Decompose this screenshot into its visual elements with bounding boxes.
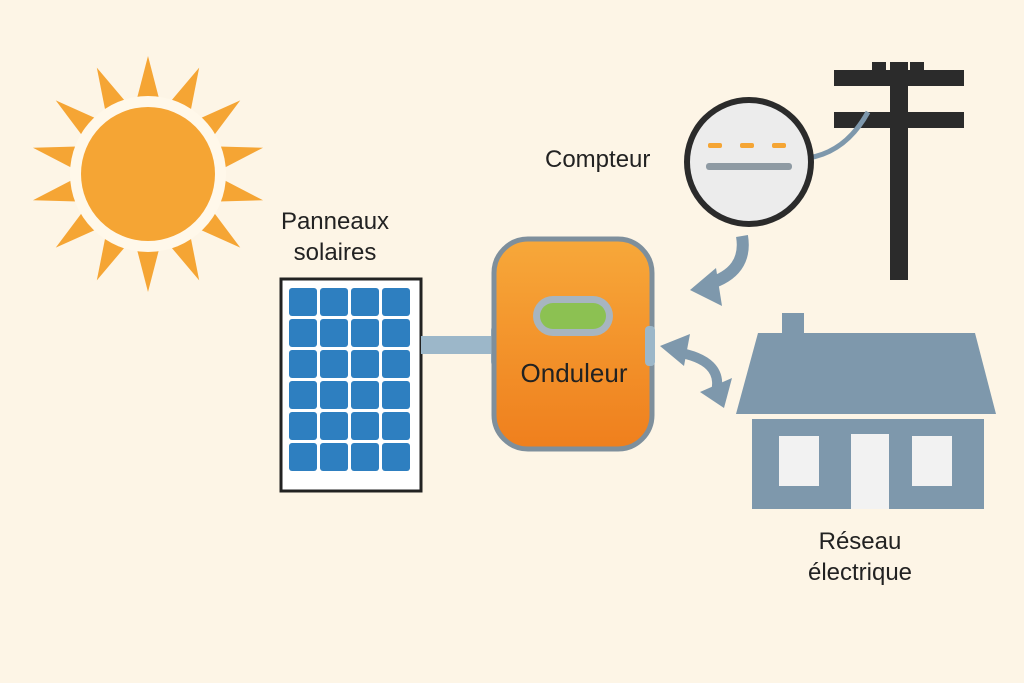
panel-cell (382, 443, 410, 471)
sun-ray (135, 244, 161, 292)
grid-label: Réseau électrique (770, 526, 950, 588)
panel-cell (351, 350, 379, 378)
meter-bar (706, 163, 792, 170)
panel-cell (351, 288, 379, 316)
panel-cell (351, 443, 379, 471)
panel-cell (289, 412, 317, 440)
inverter-right-clip (645, 326, 655, 366)
bidirectional-arrow-head-left (660, 334, 690, 366)
grid-label-line-2: électrique (807, 559, 913, 587)
inverter-screen (540, 303, 606, 329)
sun-ray (135, 56, 161, 104)
meter-dash-1 (708, 143, 722, 148)
house-window-left (779, 436, 819, 486)
sun-ray (214, 146, 264, 171)
grid-label-line-1: Réseau (818, 528, 902, 555)
panel-cell (351, 381, 379, 409)
sun-disc (81, 107, 215, 241)
sun-ray (32, 146, 82, 171)
panel-cell (289, 319, 317, 347)
panel-cell (320, 443, 348, 471)
house-door (851, 434, 889, 509)
panel-cell (382, 381, 410, 409)
panel-cell (351, 319, 379, 347)
meter-dash-3 (772, 143, 786, 148)
pole-wire (807, 110, 871, 161)
meter-dash-2 (740, 143, 754, 148)
panel-cell (382, 319, 410, 347)
house-roof (736, 333, 996, 414)
panel-cell (320, 412, 348, 440)
pole-cap-left (872, 62, 886, 72)
meter-arrow-icon (690, 235, 749, 306)
panel-cell (289, 350, 317, 378)
meter-face (684, 97, 814, 227)
panel-cell (382, 288, 410, 316)
solar-panels-label: Panneaux solaires (255, 206, 415, 268)
inverter-label: Onduleur (520, 358, 628, 388)
bidirectional-arrow-head-right (700, 378, 732, 408)
bidirectional-arrow-icon (660, 334, 732, 408)
house-window-right (912, 436, 952, 486)
panel-cell (289, 443, 317, 471)
solar-panel-icon (279, 277, 423, 493)
panel-cell (382, 350, 410, 378)
utility-pole-icon (807, 62, 964, 280)
panel-cell (320, 381, 348, 409)
pole-crossarm-top (834, 70, 964, 86)
meter-label: Compteur (545, 146, 651, 173)
house-icon (736, 313, 996, 509)
panel-cell (320, 350, 348, 378)
pole-cap-right (910, 62, 924, 72)
panel-cell (289, 381, 317, 409)
sun-icon (32, 56, 264, 292)
inverter-body (491, 236, 655, 452)
panel-inverter-connector (421, 336, 499, 354)
pole-crossarm-bottom (834, 112, 964, 128)
solar-panels-label-line-1: Panneaux (280, 208, 390, 235)
sun-rays (32, 56, 264, 292)
sun-ray (32, 177, 82, 202)
panel-cell (320, 319, 348, 347)
sun-ray (214, 177, 264, 202)
panel-cell (382, 412, 410, 440)
panel-cell (320, 288, 348, 316)
electric-meter-icon (684, 97, 814, 227)
panel-cell (351, 412, 379, 440)
meter-arrow-head (690, 268, 722, 306)
panel-cells (289, 288, 410, 471)
inverter-icon (491, 236, 655, 452)
pole-post (890, 62, 908, 280)
solar-panels-label-line-2: solaires (293, 239, 377, 267)
panel-cell (289, 288, 317, 316)
